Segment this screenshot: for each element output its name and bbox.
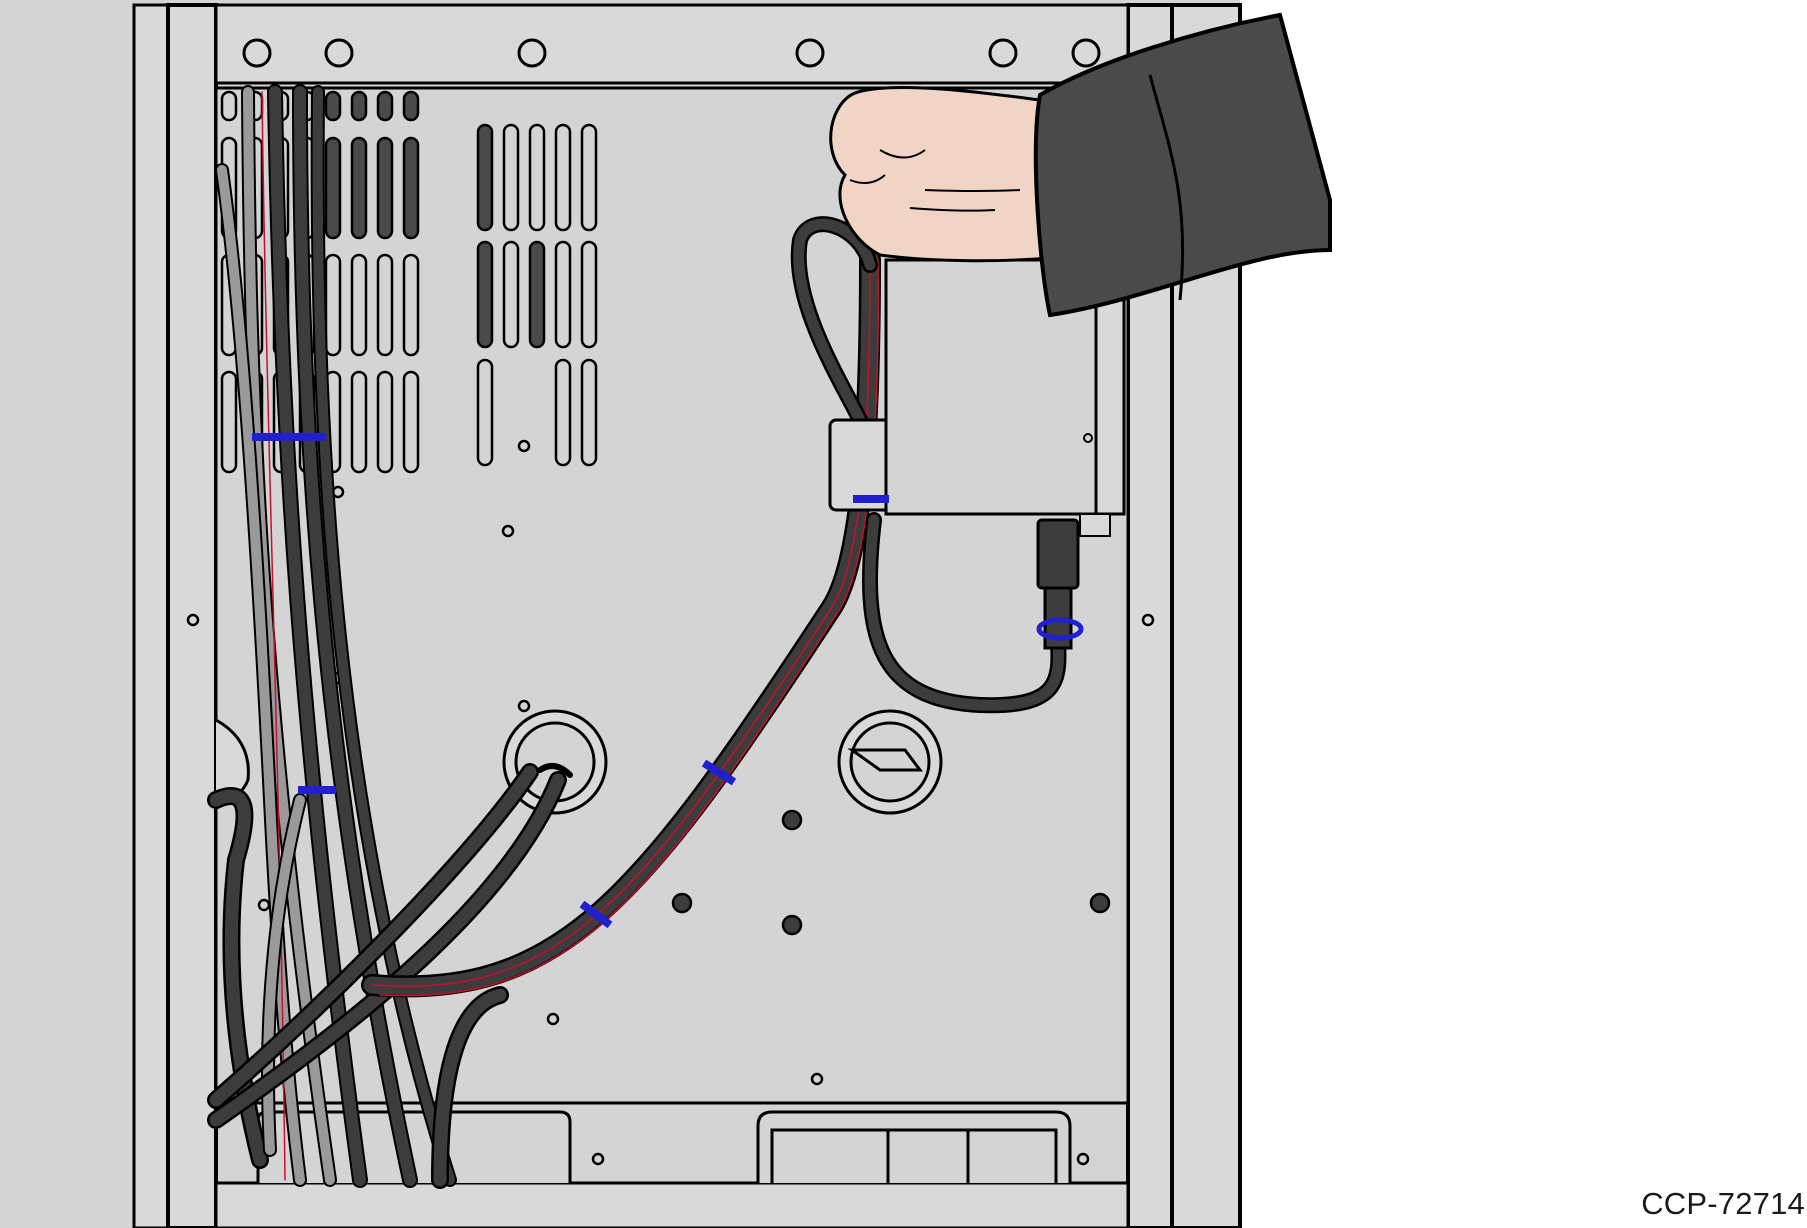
screw-hole (781, 914, 803, 936)
vent-slot (324, 136, 342, 240)
vent-slot (402, 370, 420, 474)
vent-slot (376, 370, 394, 474)
vent-slot (554, 123, 572, 232)
vent-slot (528, 123, 546, 232)
hand-icon (829, 12, 1332, 318)
vent-slot (350, 253, 368, 357)
vent-slot (350, 136, 368, 240)
vent-slot (476, 240, 494, 349)
screw-hole (1076, 1152, 1090, 1166)
left-cable-bundle (207, 84, 573, 1189)
vent-slot (376, 90, 394, 122)
vent-slot (476, 123, 494, 232)
figure-id-label: CCP-72714 (1641, 1186, 1805, 1221)
vent-slot (580, 240, 598, 349)
screw-hole (546, 1012, 560, 1026)
vent-slot (350, 90, 368, 122)
vent-slot (502, 123, 520, 232)
vent-slot (528, 240, 546, 349)
screw-hole (501, 524, 515, 538)
screw-hole (810, 1072, 824, 1086)
grommet-icon (215, 709, 943, 815)
vent-slot (220, 90, 238, 122)
vent-slot (502, 240, 520, 349)
vent-slot (580, 358, 598, 467)
screw-hole (517, 699, 531, 713)
vent-slot (554, 240, 572, 349)
vent-slot (376, 136, 394, 240)
vent-slot (580, 123, 598, 232)
cable-tie-icon (252, 433, 889, 929)
vent-slot (476, 358, 494, 467)
harness-cable (361, 216, 1067, 998)
vent-slot (324, 90, 342, 122)
screw-hole (1089, 892, 1111, 914)
vent-slot (554, 358, 572, 467)
screw-hole (1141, 613, 1155, 627)
bottom-cutouts (256, 1110, 1072, 1183)
vent-slot (324, 253, 342, 357)
vent-slot (402, 136, 420, 240)
screw-hole (186, 613, 200, 627)
screw-hole (591, 1152, 605, 1166)
vent-slot (402, 253, 420, 357)
screw-hole (517, 439, 531, 453)
screw-hole (781, 809, 803, 831)
screw-hole (671, 892, 693, 914)
vent-slot (220, 370, 238, 474)
vent-slot (402, 90, 420, 122)
vent-slot (350, 370, 368, 474)
vent-slot (376, 253, 394, 357)
